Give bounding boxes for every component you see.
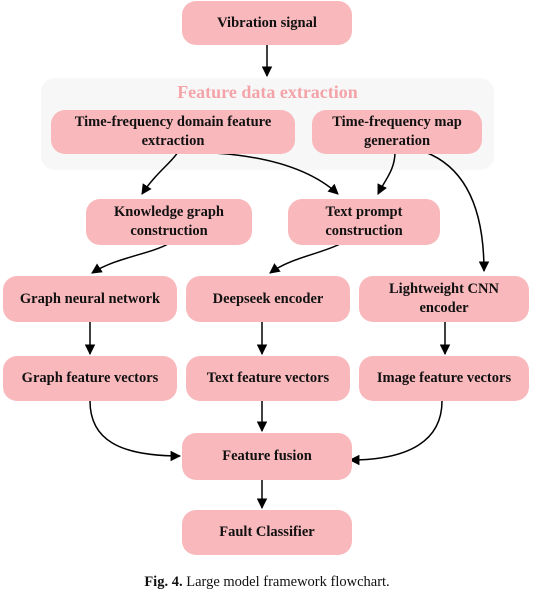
edge-knowledge-graph-to-gnn — [91, 243, 169, 274]
edge-graph-vectors-to-fusion — [89, 400, 182, 462]
edge-tfdomain-to-knowledge-graph — [141, 151, 179, 195]
feature-extraction-group-title: Feature data extraction — [177, 82, 358, 102]
edge-image-vectors-to-fusion — [348, 400, 443, 466]
edge-tfmap-to-cnn — [424, 151, 490, 273]
node-knowledge-graph-construction: Knowledge graph construction — [86, 199, 252, 245]
node-feature-fusion: Feature fusion — [182, 433, 352, 480]
node-fault-classifier: Fault Classifier — [182, 510, 352, 555]
node-image-feature-vectors: Image feature vectors — [359, 356, 529, 401]
edge-tfmap-to-text-prompt — [377, 151, 396, 195]
edge-text-prompt-to-deepseek — [269, 243, 341, 274]
node-tf-map-generation: Time-frequency map generation — [312, 110, 482, 154]
node-tf-domain-feature-extraction: Time-frequency domain feature extraction — [51, 110, 295, 154]
edge-tfdomain-to-text-prompt — [181, 151, 339, 195]
node-lightweight-cnn-encoder: Lightweight CNN encoder — [359, 276, 529, 322]
node-graph-feature-vectors: Graph feature vectors — [3, 356, 177, 401]
node-text-feature-vectors: Text feature vectors — [186, 356, 350, 401]
node-graph-neural-network: Graph neural network — [3, 276, 177, 322]
figure-caption-label: Fig. 4. — [144, 574, 183, 590]
figure-caption: Fig. 4. Large model framework flowchart. — [0, 574, 534, 591]
node-deepseek-encoder: Deepseek encoder — [186, 276, 350, 322]
node-vibration-signal: Vibration signal — [182, 1, 352, 45]
figure-caption-text: Large model framework flowchart. — [186, 574, 390, 590]
node-text-prompt-construction: Text prompt construction — [288, 199, 440, 245]
